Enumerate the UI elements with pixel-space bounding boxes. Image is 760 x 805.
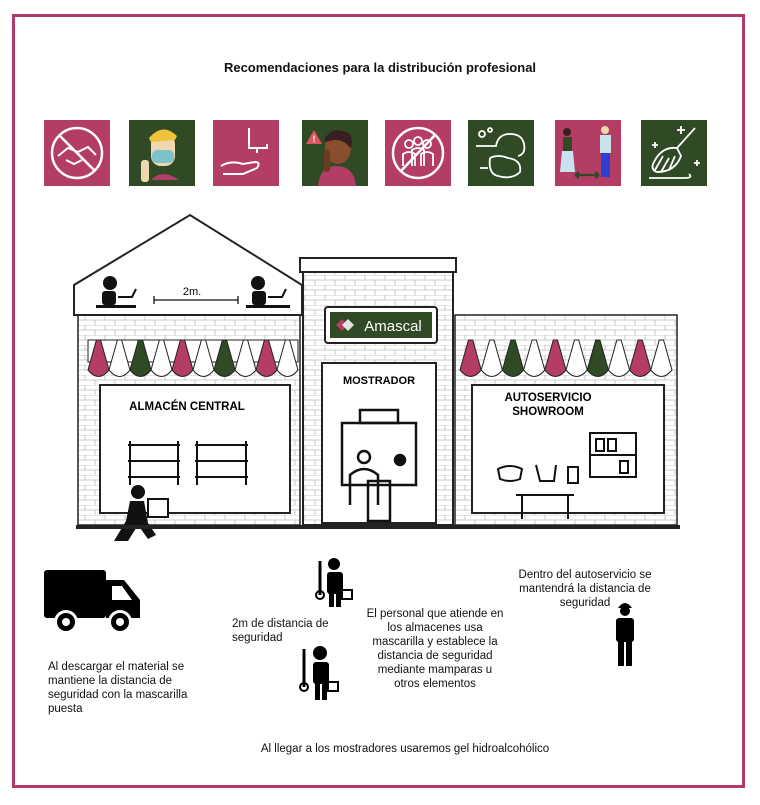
- awning-stripe: [650, 339, 673, 377]
- awning-stripe: [276, 339, 299, 377]
- no-crowds-icon: [385, 120, 451, 186]
- right-store-label-2: SHOWROOM: [512, 406, 584, 418]
- worker-with-wrench-icon-2: [299, 646, 339, 700]
- cleaning-icon: [641, 120, 707, 186]
- delivery-person-icon: [114, 485, 169, 541]
- svg-text:!: !: [313, 134, 316, 144]
- right-window: [471, 384, 665, 514]
- left-awning: [87, 339, 299, 377]
- selfservice-note: Dentro del autoservicio se mantendrá la …: [518, 569, 652, 609]
- distance-label: 2m.: [183, 286, 201, 298]
- showroom-products-icon: [496, 432, 637, 519]
- left-roof: [73, 213, 303, 316]
- left-store-label: ALMACÉN CENTRAL: [129, 400, 245, 413]
- roof-worker-left: [96, 276, 137, 308]
- avoid-touching-face-icon: !: [302, 120, 368, 186]
- social-distance-icon: [555, 120, 621, 186]
- truck-note: Al descargar el material se mantiene la …: [48, 661, 188, 715]
- roof-worker-right: [246, 276, 290, 308]
- gel-note: Al llegar a los mostradores usaremos gel…: [260, 743, 550, 755]
- counter-illustration: [340, 408, 418, 523]
- shelves-icon: [128, 441, 248, 485]
- center-store-label: MOSTRADOR: [343, 375, 415, 387]
- worker-with-helmet-icon: [616, 603, 634, 666]
- infographic-frame: [12, 14, 745, 788]
- brand-logo: Amascal: [364, 318, 422, 335]
- hand-washing-icon: [468, 120, 534, 186]
- no-handshake-icon: [44, 120, 110, 186]
- distance-line: [153, 296, 239, 304]
- store-building-illustration: 2m. Amascal MOSTRADOR ALMACÉN CENTRAL AU…: [73, 213, 680, 541]
- worker-with-wrench-icon: [315, 558, 353, 607]
- distance-note: 2m de distancia de seguridad: [232, 618, 329, 644]
- right-awning: [459, 339, 673, 377]
- page-title: Recomendaciones para la distribución pro…: [223, 60, 537, 75]
- hand-sanitizer-icon: [213, 120, 279, 186]
- staff-note: El personal que atiende en los almacenes…: [366, 608, 504, 690]
- right-store-label-1: AUTOSERVICIO: [504, 392, 591, 404]
- face-mask-icon: [129, 120, 195, 186]
- delivery-truck-icon: [44, 570, 140, 634]
